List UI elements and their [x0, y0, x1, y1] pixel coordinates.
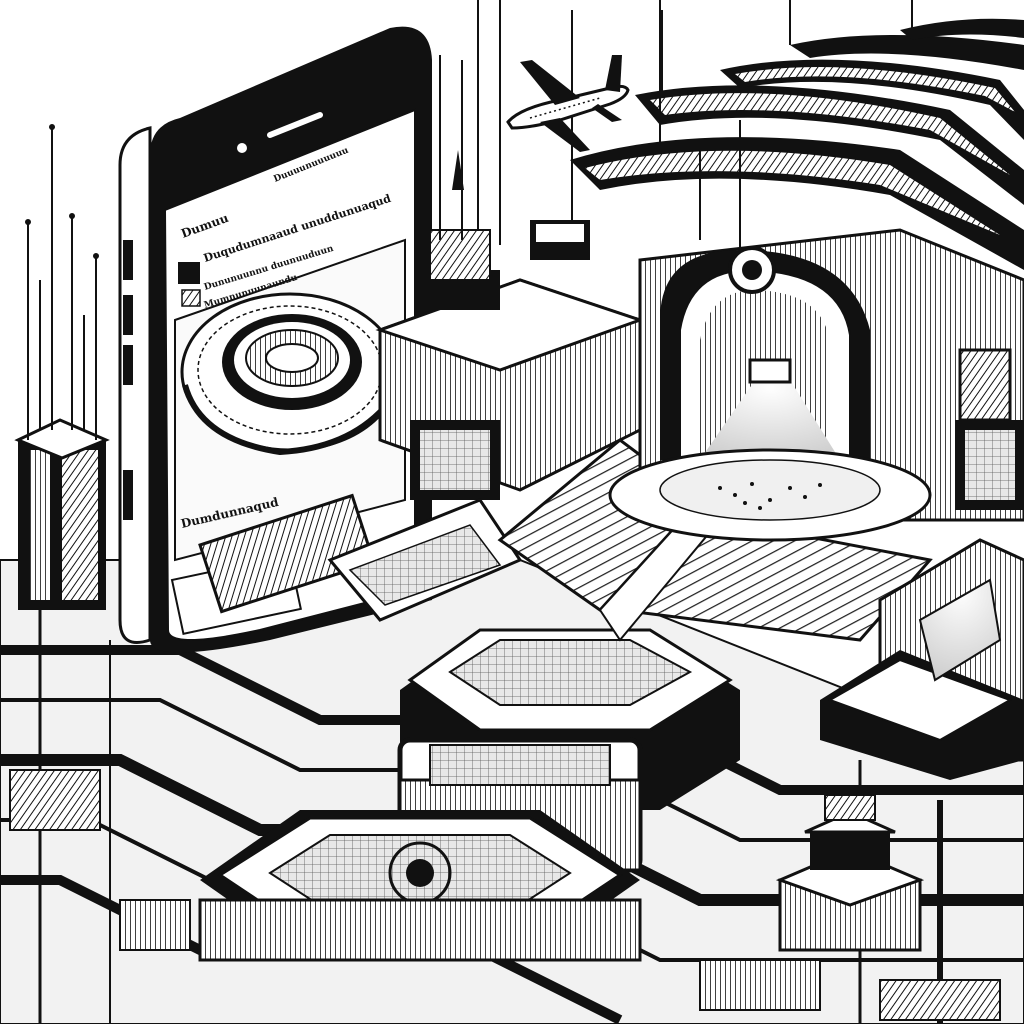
- right-machine-structure: [820, 348, 1024, 780]
- arena-bleachers: [497, 438, 933, 642]
- airplane-icon: [506, 55, 630, 152]
- left-skyscraper: [14, 124, 110, 610]
- overhead-cables: [659, 0, 741, 250]
- opera-house: [570, 0, 1024, 542]
- pagoda-tower: [775, 794, 925, 952]
- industrial-complex: [198, 0, 645, 622]
- chip-block-lower: [198, 810, 642, 962]
- stadium-map-icon: [180, 292, 401, 456]
